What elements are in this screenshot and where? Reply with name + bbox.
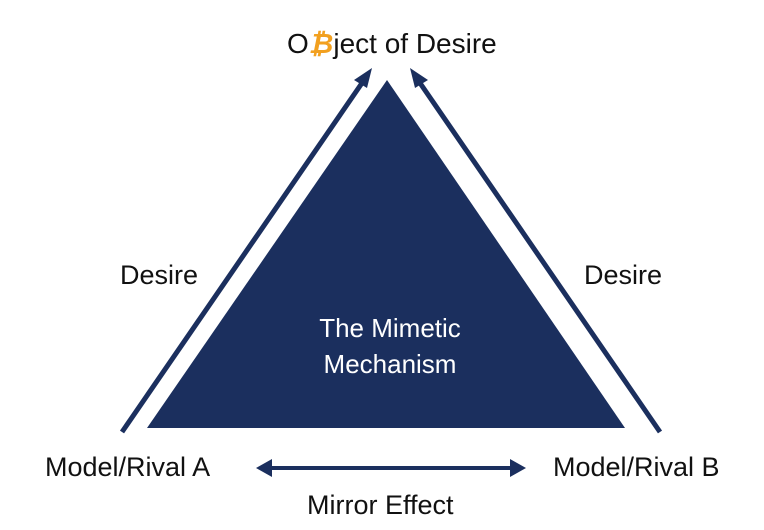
- mirror-effect-arrow-right-head: [510, 459, 526, 477]
- center-line-1: The Mimetic: [319, 313, 461, 343]
- model-rival-b-label: Model/Rival B: [553, 452, 720, 482]
- model-rival-a-label: Model/Rival A: [45, 452, 211, 482]
- bitcoin-symbol-icon: ₿: [308, 28, 334, 59]
- mimetic-triangle: [147, 80, 625, 428]
- desire-label-right: Desire: [584, 260, 663, 290]
- mirror-effect-label: Mirror Effect: [307, 490, 454, 520]
- object-label-suffix: ject of Desire: [333, 28, 497, 59]
- object-of-desire-label: O₿ject of Desire: [287, 30, 497, 58]
- desire-label-left: Desire: [120, 260, 199, 290]
- mirror-effect-arrow-left-head: [256, 459, 272, 477]
- desire-arrow-right: [417, 81, 663, 434]
- desire-arrow-right-head: [410, 68, 428, 88]
- object-label-prefix: O: [287, 28, 309, 59]
- desire-arrow-left: [119, 81, 365, 434]
- desire-arrow-left-head: [354, 68, 372, 88]
- center-line-2: Mechanism: [323, 349, 457, 379]
- mimetic-mechanism-label: The Mimetic Mechanism: [275, 310, 505, 382]
